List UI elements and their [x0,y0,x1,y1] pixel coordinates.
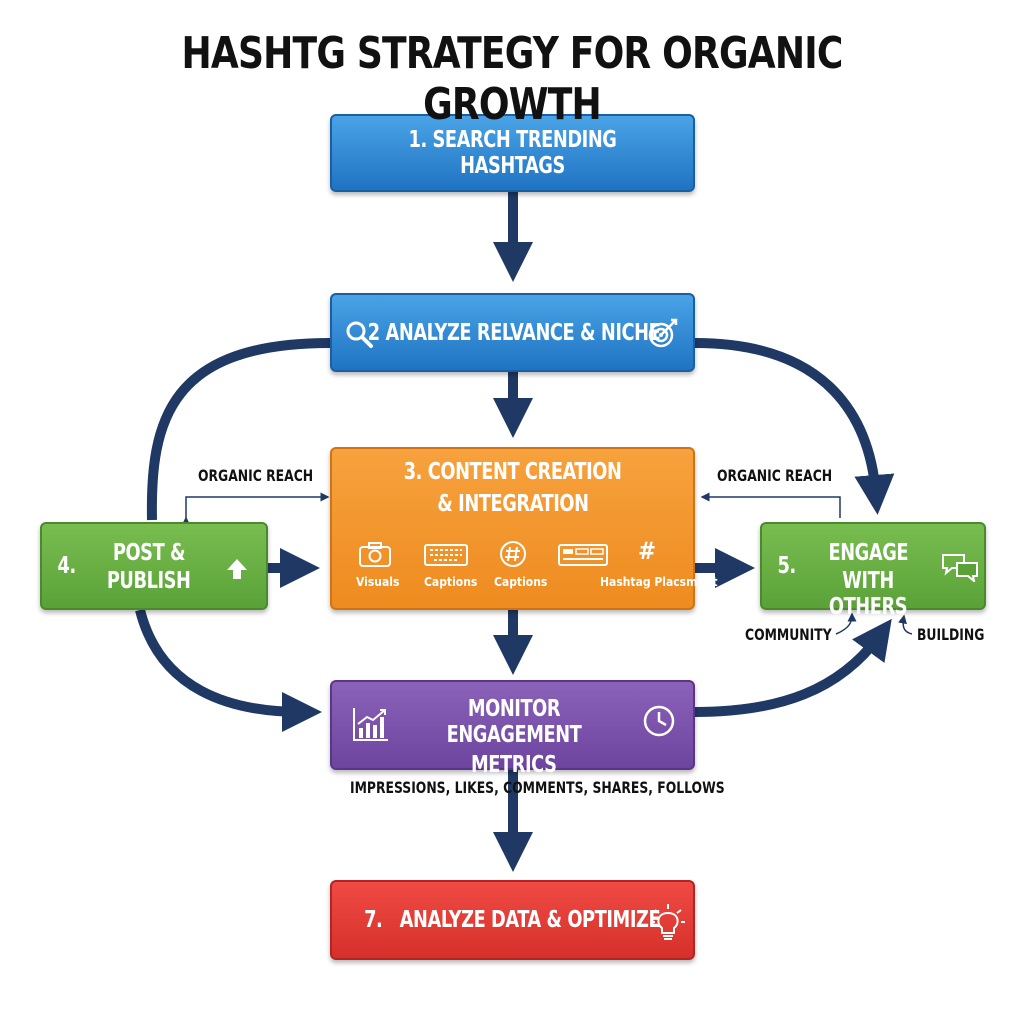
arrow-2-to-4-loop [146,338,331,521]
step-post-line2: PUBLISH [107,568,191,594]
step-analyze-label: 2 ANALYZE RELVANCE & NICHE [368,319,661,346]
page-title: HASHTG STRATEGY FOR ORGANIC GROWTH [181,28,844,130]
arrow-4-to-monitor-loop [135,608,322,732]
step-engage-line1: ENGAGE [828,540,908,566]
community-connector [835,612,857,635]
content-item-captions-1: Captions [424,575,478,589]
keyboard-icon [424,544,468,566]
hashtag-placement-icon: # [638,537,657,565]
label-organic-reach-right: ORGANIC REACH [717,466,833,485]
label-organic-reach-left: ORGANIC REACH [198,466,314,485]
label-metrics-list: IMPRESSIONS, LIKES, COMMENTS, SHARES, FO… [350,778,725,797]
step-post-line1: POST & [112,540,186,566]
upload-arrow-icon [227,559,247,579]
step-optimize-box[interactable]: 7. ANALYZE DATA & OPTIMIZE [330,880,695,960]
step-monitor-line1: MONITOR ENGAGEMENT [446,696,582,748]
search-icon [346,321,373,348]
step-content-title-line1: 3. CONTENT CREATION [403,459,622,485]
step-search-label: 1. SEARCH TRENDING HASHTAGS [408,127,617,179]
step-search-box[interactable]: 1. SEARCH TRENDING HASHTAGS [330,114,695,192]
step-analyze-box[interactable]: 2 ANALYZE RELVANCE & NICHE [330,293,695,372]
content-item-captions-2: Captions [494,575,548,589]
organic-reach-left-connector [181,492,330,526]
clock-icon [643,705,675,737]
step-monitor-box[interactable]: MONITOR ENGAGEMENT METRICS [330,680,695,778]
label-community: COMMUNITY [745,625,832,644]
arrow-monitor-to-5-loop [694,618,892,717]
step-engage-box[interactable]: 5. ENGAGE WITH OTHERS [760,522,986,620]
arrow-2-to-5-loop [694,338,895,515]
organic-reach-right-connector [700,492,841,518]
label-building: BUILDING [917,625,985,644]
step-engage-line2: WITH OTHERS [828,568,908,620]
layout-icon [558,544,608,566]
step-optimize-label: 7. ANALYZE DATA & OPTIMIZE [364,907,661,933]
step-engage-number: 5. [777,553,796,579]
target-icon [648,318,678,348]
hashtag-icon [500,541,526,567]
step-post-number: 4. [57,553,76,579]
content-item-hashtag-placement: Hashtag Placsment [600,575,718,589]
building-connector [898,614,913,635]
camera-icon [359,542,391,567]
chart-icon [353,708,388,741]
content-item-visuals: Visuals [356,575,400,589]
step-post-box[interactable]: 4. POST & PUBLISH [40,522,268,610]
step-content-box[interactable]: 3. CONTENT CREATION & INTEGRATION # Visu… [330,447,718,610]
chat-icon [942,554,978,582]
lightbulb-icon [651,904,685,940]
step-content-title-line2: & INTEGRATION [436,491,589,517]
step-monitor-line2: METRICS [471,752,557,778]
